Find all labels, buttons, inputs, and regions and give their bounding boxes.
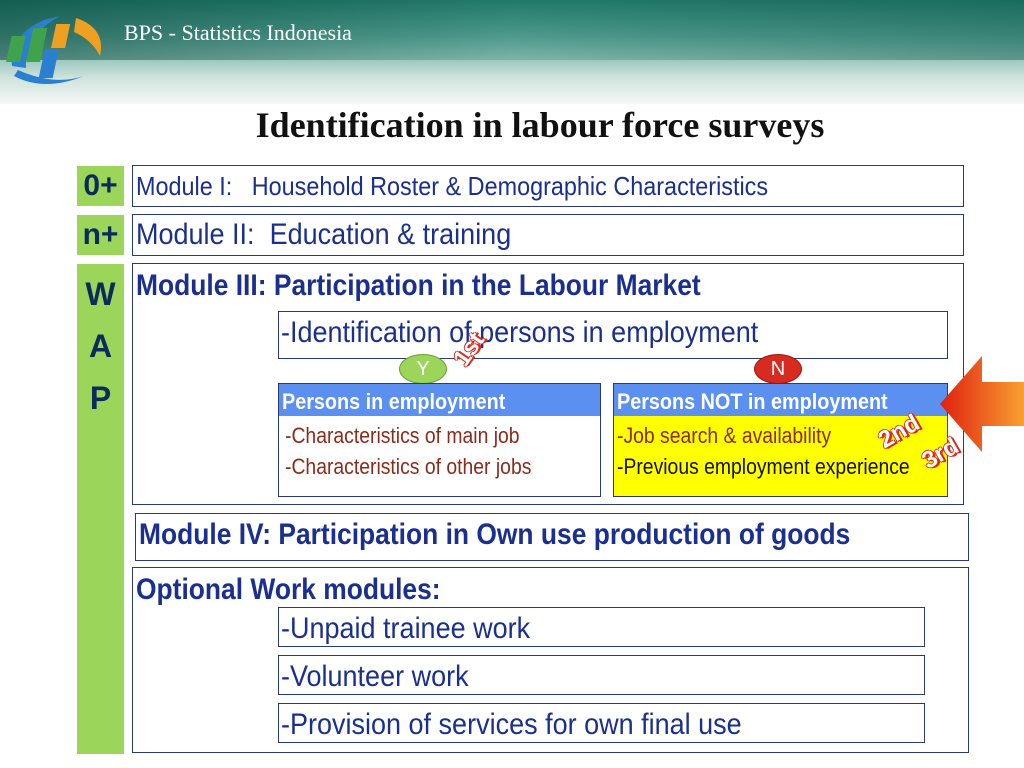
wap-letter-w: W xyxy=(85,276,116,312)
not-employed-line-2: -Previous employment experience xyxy=(617,454,910,479)
identification-label: -Identification of persons in employment xyxy=(281,316,759,349)
left-arrow-icon xyxy=(940,356,1024,452)
employed-heading: Persons in employment xyxy=(282,389,506,414)
optional-item-box xyxy=(278,655,925,695)
optional-item-3: -Provision of services for own final use xyxy=(281,708,742,741)
not-employed-header xyxy=(614,384,947,416)
identification-box xyxy=(278,311,948,359)
module-4-label: Module IV: Participation in Own use prod… xyxy=(139,518,851,551)
wap-letter-a: A xyxy=(88,328,113,364)
module-4-box xyxy=(135,513,969,561)
optional-item-2: -Volunteer work xyxy=(281,660,469,693)
employed-line-2: -Characteristics of other jobs xyxy=(285,454,532,479)
module-3-title: Module III: Participation in the Labour … xyxy=(136,269,701,302)
org-name: BPS - Statistics Indonesia xyxy=(124,20,352,45)
header-shade xyxy=(0,0,1024,60)
module-2-box xyxy=(132,214,964,256)
optional-item-box xyxy=(278,703,925,743)
not-employed-heading: Persons NOT in employment xyxy=(617,389,888,414)
optional-item-1: -Unpaid trainee work xyxy=(281,612,531,645)
optional-item-box xyxy=(278,607,925,647)
label-n-plus: n+ xyxy=(77,215,124,255)
yes-badge: Y xyxy=(399,354,447,384)
not-employed-line-1: -Job search & availability xyxy=(617,423,832,448)
no-badge: N xyxy=(754,354,802,384)
employed-line-1: -Characteristics of main job xyxy=(285,423,520,448)
module-1-label: Module I: Household Roster & Demographic… xyxy=(136,171,769,201)
module-1-box xyxy=(132,165,964,207)
label-zero-plus: 0+ xyxy=(77,166,124,206)
label-wap: W A P xyxy=(77,264,124,754)
page-title: Identification in labour force surveys xyxy=(255,105,825,145)
bps-logo-icon xyxy=(6,16,101,84)
employed-header xyxy=(279,384,600,416)
module-2-label: Module II: Education & training xyxy=(136,218,512,251)
optional-modules-title: Optional Work modules: xyxy=(136,573,441,606)
wap-letter-p: P xyxy=(89,380,112,416)
